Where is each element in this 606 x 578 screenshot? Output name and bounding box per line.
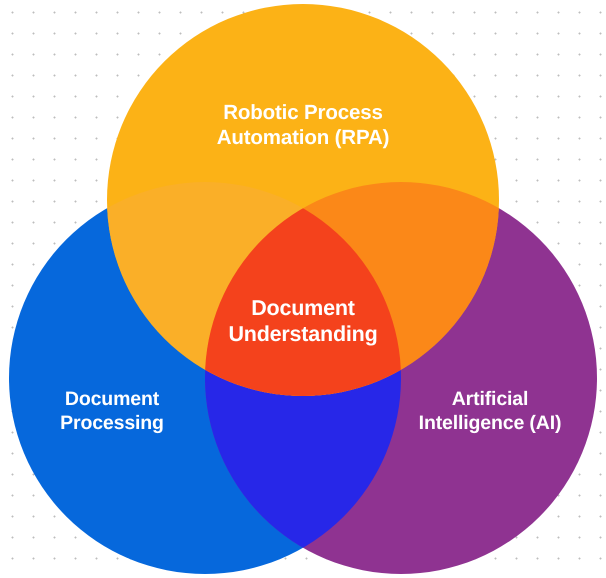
region-center-triple bbox=[205, 182, 401, 396]
